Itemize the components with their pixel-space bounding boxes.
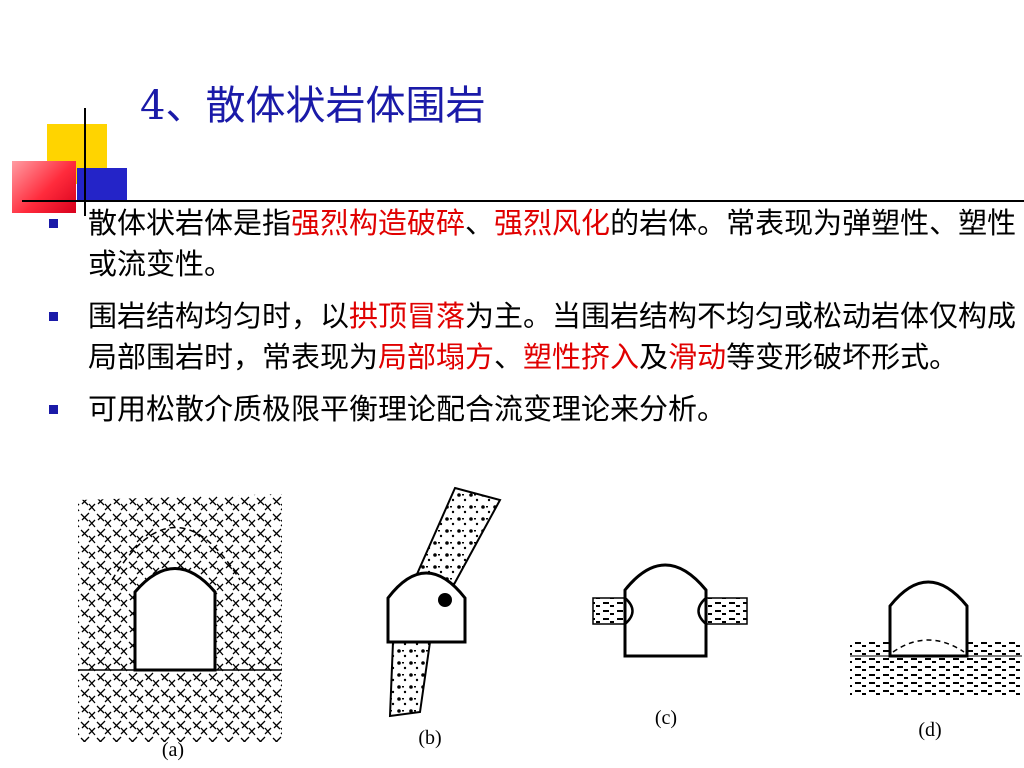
highlighted-term: 强烈风化: [494, 206, 611, 240]
deco-vertical-line: [84, 108, 86, 216]
bullet-text: 、: [465, 206, 495, 240]
figure-b-label: (b): [418, 727, 441, 749]
figure-b: (b): [386, 486, 502, 749]
figure-c-left-squeeze: [624, 597, 634, 625]
figure-b-tunnel-outline: [386, 571, 467, 644]
figure-d-tunnel-outline: [888, 580, 969, 658]
figure-c: (c): [592, 563, 748, 729]
figure-a-collapse-arch: [111, 526, 241, 581]
figure-c-right-weak-layer: [704, 597, 748, 625]
figure-a-label: (a): [162, 739, 184, 761]
bullet-list: 散体状岩体是指强烈构造破碎、强烈风化的岩体。常表现为弹塑性、塑性或流变性。围岩结…: [46, 203, 1024, 441]
slide-title: 4、散体状岩体围岩: [140, 83, 486, 129]
highlighted-term: 强烈构造破碎: [291, 206, 466, 240]
highlighted-term: 塑性挤入: [523, 340, 640, 374]
figure-a-rock-mass: [78, 494, 282, 742]
figure-d-floor-heave: [892, 639, 965, 653]
figure-a: (a): [78, 494, 282, 761]
square-bullet-icon: [49, 405, 58, 414]
bullet-text: 、: [494, 340, 524, 374]
bullet-text: 围岩结构均匀时，以: [88, 299, 350, 333]
figure-a-tunnel-outline: [133, 567, 217, 672]
deco-red-square: [12, 161, 76, 213]
bullet-item: 围岩结构均匀时，以拱顶冒落为主。当围岩结构不均匀或松动岩体仅构成局部围岩时，常表…: [46, 296, 1024, 378]
bullet-text: 及: [639, 340, 669, 374]
bullet-text: 等变形破坏形式。: [726, 340, 959, 374]
figure-c-tunnel-outline: [623, 563, 708, 658]
highlighted-term: 局部塌方: [378, 340, 495, 374]
figure-c-right-squeeze: [697, 597, 707, 625]
figure-d: (d): [850, 580, 1022, 741]
highlighted-term: 滑动: [668, 340, 727, 374]
square-bullet-icon: [49, 219, 58, 228]
bullet-text: 可用松散介质极限平衡理论配合流变理论来分析。: [88, 392, 727, 426]
figure-d-label: (d): [918, 719, 941, 741]
bullet-text: 为主。当围岩结构不均匀或松动岩体仅构成局部围岩时，常表现为: [88, 299, 1017, 374]
bullet-text: 散体状岩体是指: [88, 206, 292, 240]
figure-b-fault-zone-lower: [388, 641, 432, 718]
bullet-item: 可用松散介质极限平衡理论配合流变理论来分析。: [46, 389, 1024, 430]
deco-horizontal-line: [22, 200, 1024, 202]
bullet-item: 散体状岩体是指强烈构造破碎、强烈风化的岩体。常表现为弹塑性、塑性或流变性。: [46, 203, 1024, 285]
highlighted-term: 拱顶冒落: [349, 299, 466, 333]
figure-b-falling-block: [438, 593, 452, 607]
figure-c-label: (c): [655, 707, 677, 729]
tunnel-failure-figures: (a) (b) (c) (d): [78, 486, 1022, 761]
square-bullet-icon: [49, 312, 58, 321]
bullet-text: 的岩体。常表现为弹塑性、塑性或流变性。: [88, 206, 1017, 281]
